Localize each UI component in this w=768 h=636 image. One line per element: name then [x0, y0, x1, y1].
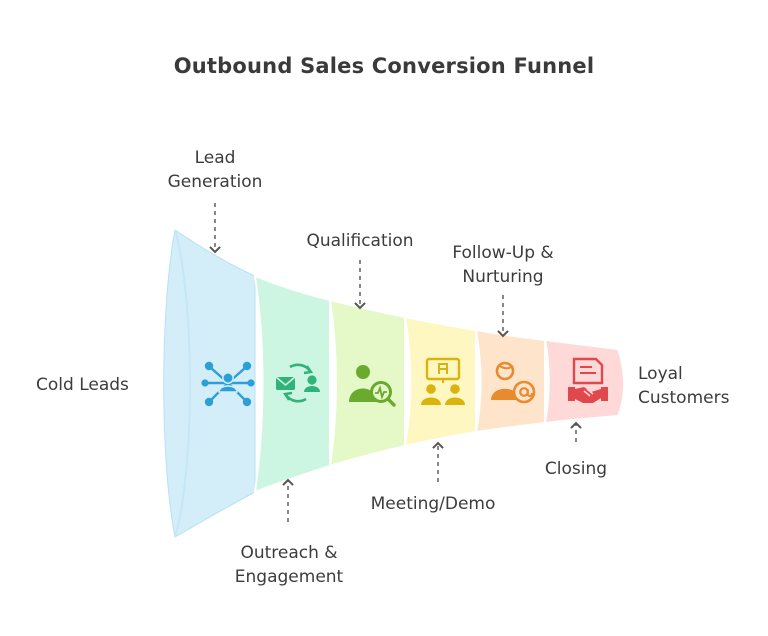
stage-label-line: Meeting/Demo: [370, 494, 496, 514]
funnel-segment-meeting-demo: [403, 315, 477, 448]
stage-label-line: Closing: [544, 459, 608, 479]
stage-label-follow-up-nurturing: Follow-Up & Nurturing: [438, 241, 568, 289]
stage-label-lead-generation: Lead Generation: [160, 146, 270, 194]
presentation-meeting-icon: [421, 357, 465, 405]
email-outreach-icon: [275, 363, 320, 403]
diagram-title: Outbound Sales Conversion Funnel: [173, 54, 595, 78]
contract-handshake-icon: [568, 357, 608, 403]
funnel-segment-qualification: [328, 298, 406, 468]
funnel-segment-follow-up-nurturing: [474, 328, 546, 434]
stage-label-line: Follow-Up &: [452, 243, 554, 263]
stage-label-line: Nurturing: [462, 267, 544, 287]
loyal-customers-label: Loyal Customers: [638, 362, 729, 410]
stage-label-closing: Closing: [530, 457, 622, 481]
stage-label-qualification: Qualification: [295, 229, 425, 253]
user-search-icon: [349, 365, 396, 407]
end-label-line: Loyal: [638, 364, 683, 384]
stage-label-line: Generation: [167, 172, 263, 192]
stage-label-outreach-engagement: Outreach & Engagement: [225, 541, 353, 589]
stage-label-line: Qualification: [306, 231, 414, 251]
user-email-icon: [491, 361, 536, 404]
stage-label-line: Engagement: [234, 567, 344, 587]
funnel-segment-closing: [543, 338, 625, 425]
end-label-line: Customers: [638, 388, 730, 408]
stage-label-meeting-demo: Meeting/Demo: [358, 492, 508, 516]
cold-leads-label: Cold Leads: [36, 375, 129, 395]
network-people-icon: [201, 361, 255, 407]
stage-label-line: Lead: [194, 148, 236, 168]
stage-label-line: Outreach &: [240, 543, 338, 563]
